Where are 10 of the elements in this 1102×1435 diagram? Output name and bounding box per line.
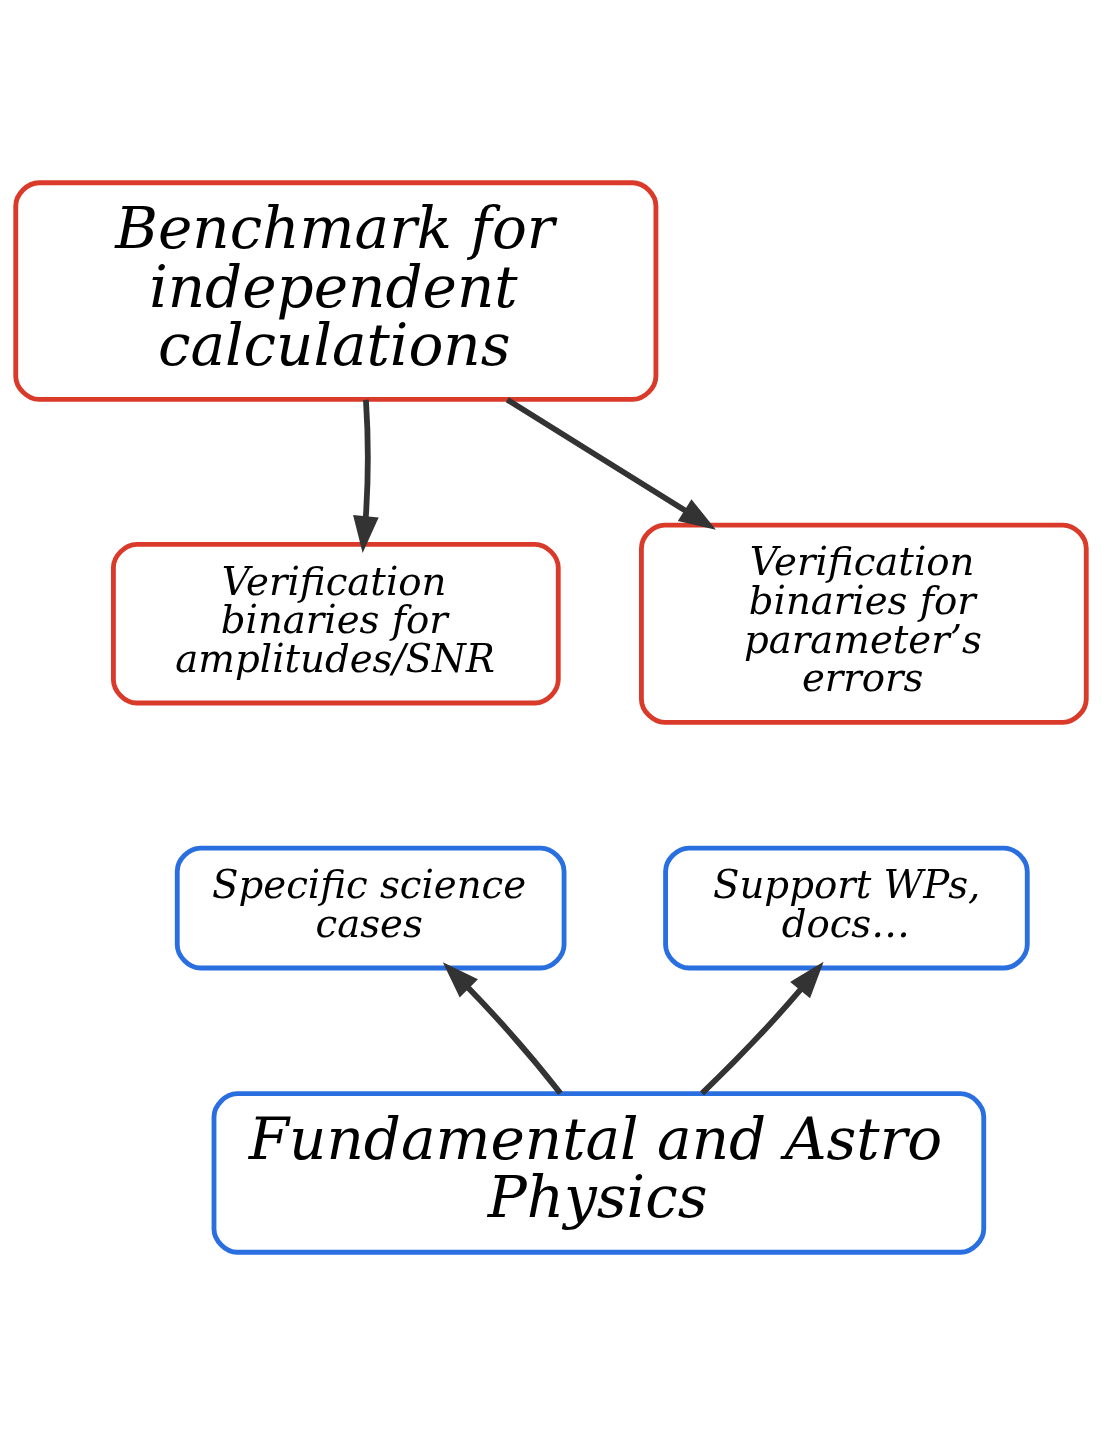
node-box: Support WPs, docs… xyxy=(663,845,1030,971)
node-box: Specific science cases xyxy=(174,845,567,971)
arrow xyxy=(505,397,716,530)
arrow xyxy=(442,962,563,1096)
node-box: Fundamental and Astro Physics xyxy=(211,1091,987,1255)
node-box: Verification binaries for parameter’s errors xyxy=(639,522,1089,725)
arrow xyxy=(353,399,379,553)
node-box: Verification binaries for amplitudes/SNR xyxy=(111,542,561,706)
node-box: Benchmark for independent calculations xyxy=(13,180,659,402)
arrow xyxy=(700,961,824,1096)
